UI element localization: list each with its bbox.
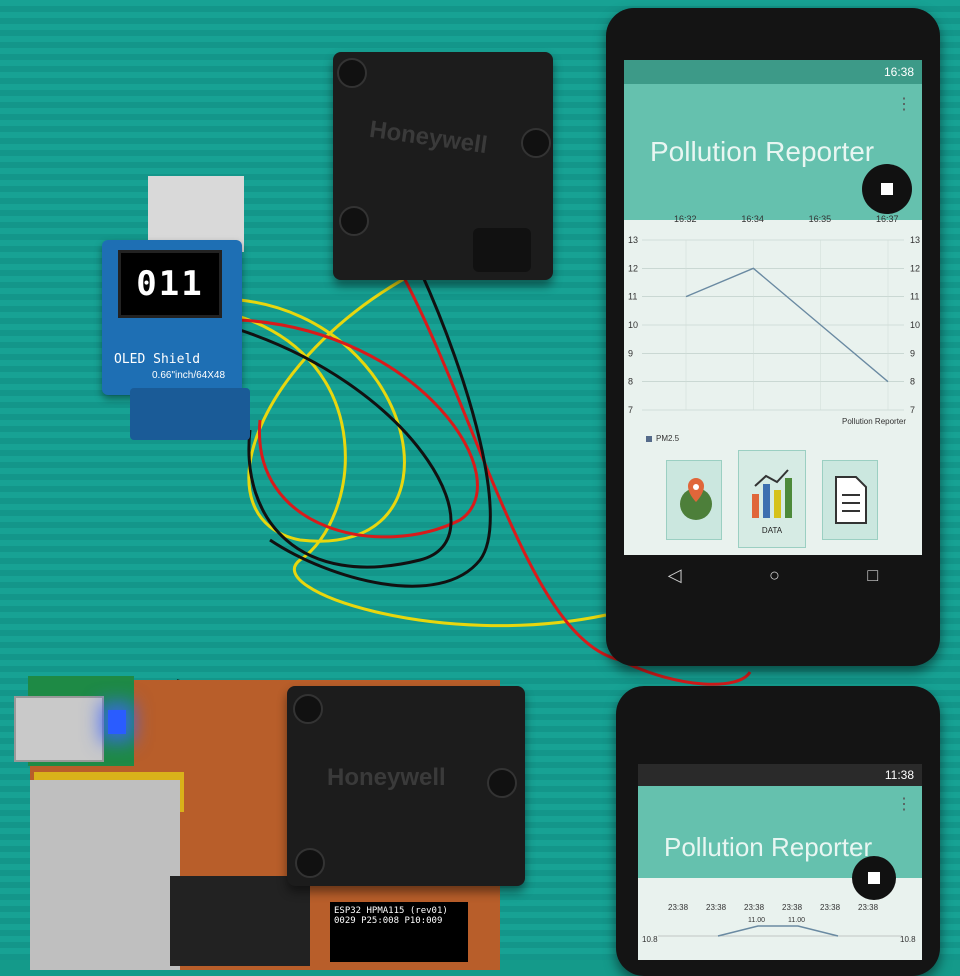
- point-label: 11.00: [788, 917, 805, 924]
- y-tick-label: 12: [628, 263, 638, 273]
- app-title: Pollution Reporter: [650, 136, 875, 167]
- x-tick-label: 23:38: [782, 903, 803, 912]
- map-tile-button[interactable]: [666, 460, 722, 540]
- status-bar: 16:38: [624, 60, 922, 84]
- legend-label: PM2.5: [656, 434, 680, 443]
- x-tick-label: 23:38: [668, 903, 689, 912]
- data-tile-button[interactable]: DATA: [738, 450, 806, 548]
- oled-label: OLED Shield: [114, 352, 201, 367]
- tape-strip: [148, 176, 244, 252]
- sensor-brand: Honeywell: [327, 764, 446, 791]
- y-tick-label: 10: [628, 320, 638, 330]
- x-tick-label: 16:35: [809, 214, 832, 224]
- esp-display: ESP32 HPMA115 (rev01) 0029 P25:008 P10:0…: [330, 902, 468, 962]
- y-tick-label: 12: [910, 263, 920, 273]
- x-tick-labels: 16:32 16:34 16:35 16:37: [674, 214, 899, 224]
- oled-sublabel: 0.66"inch/64X48: [152, 370, 226, 381]
- phone-b-chart: 23:38 23:38 23:38 23:38 23:38 23:38 11.00 11.00…: [642, 903, 916, 944]
- sensor-top: Honeywell: [333, 52, 553, 280]
- lipo-battery: [30, 780, 180, 970]
- y-tick-left: 10.8: [642, 935, 658, 944]
- oled-reading: 011: [118, 250, 222, 318]
- esp-display-line2: 0029 P25:008 P10:009: [334, 916, 443, 926]
- x-tick-label: 16:34: [741, 214, 764, 224]
- esp-display-line1: ESP32 HPMA115 (rev01): [334, 906, 448, 916]
- x-tick-label: 23:38: [820, 903, 841, 912]
- x-tick-labels: 23:38 23:38 23:38 23:38 23:38 23:38 11.00 11.00: [668, 903, 879, 924]
- screw-icon: [293, 694, 323, 724]
- status-bar: 11:38: [638, 764, 922, 786]
- y-tick-label: 9: [910, 348, 915, 358]
- y-tick-right: 10.8: [900, 935, 916, 944]
- legend-swatch: [646, 435, 652, 442]
- y-tick-label: 7: [910, 405, 915, 415]
- blue-led: [108, 710, 126, 734]
- screw-icon: [521, 128, 551, 158]
- back-icon[interactable]: ◁: [667, 564, 682, 585]
- home-icon[interactable]: ○: [769, 564, 780, 585]
- map-pin-globe-icon: [680, 478, 712, 520]
- y-tick-label: 10: [910, 320, 920, 330]
- x-tick-label: 23:38: [858, 903, 879, 912]
- usb-port: [14, 696, 104, 762]
- y-tick-label: 11: [628, 292, 637, 302]
- series-line: [717, 925, 839, 937]
- pm25-chart: 16:32 16:34 16:35 16:37 13 13 12 12 11 11 10 10 9 9 8…: [628, 214, 920, 426]
- document-icon: [835, 476, 867, 524]
- sensor-brand: Honeywell: [367, 115, 490, 160]
- point-label: 11.00: [748, 917, 765, 924]
- stop-button[interactable]: [862, 164, 912, 214]
- esp32-module: [170, 876, 310, 966]
- screw-icon: [295, 848, 325, 878]
- bar-chart-icon: [752, 468, 792, 518]
- recents-icon[interactable]: □: [867, 564, 879, 585]
- app-title: Pollution Reporter: [664, 832, 873, 862]
- x-tick-label: 23:38: [744, 903, 765, 912]
- pm25-series-line: [685, 267, 889, 383]
- nav-bar: ◁ ○ □: [624, 555, 922, 595]
- x-tick-label: 16:32: [674, 214, 697, 224]
- x-tick-label: 16:37: [876, 214, 899, 224]
- y-tick-labels: 13 13 12 12 11 11 10 10 9 9 8 8 7 7: [628, 235, 920, 415]
- chart-grid: [642, 239, 904, 411]
- stop-button[interactable]: [852, 856, 896, 900]
- screw-icon: [339, 206, 369, 236]
- y-tick-label: 13: [628, 235, 638, 245]
- sensor-bottom: Honeywell: [287, 686, 525, 886]
- y-tick-label: 8: [910, 377, 915, 387]
- y-tick-label: 13: [910, 235, 920, 245]
- screw-icon: [337, 58, 367, 88]
- data-tile-label: DATA: [761, 525, 783, 535]
- y-tick-label: 11: [910, 292, 919, 302]
- d1-mini-board: [130, 388, 250, 440]
- y-tick-label: 7: [628, 405, 633, 415]
- overflow-menu-icon[interactable]: ⋮: [896, 796, 912, 813]
- status-time: 11:38: [884, 768, 914, 782]
- stop-icon: [881, 183, 893, 195]
- report-tile-button[interactable]: [822, 460, 878, 540]
- fan-icon: [473, 228, 531, 272]
- status-time: 16:38: [883, 65, 914, 79]
- chart-legend: PM2.5: [646, 434, 679, 443]
- screw-icon: [487, 768, 517, 798]
- x-tick-label: 23:38: [706, 903, 727, 912]
- y-tick-label: 9: [628, 348, 633, 358]
- chart-caption: Pollution Reporter: [842, 417, 906, 426]
- overflow-menu-icon[interactable]: ⋮: [896, 96, 912, 113]
- stop-icon: [868, 872, 880, 884]
- y-tick-label: 8: [628, 377, 633, 387]
